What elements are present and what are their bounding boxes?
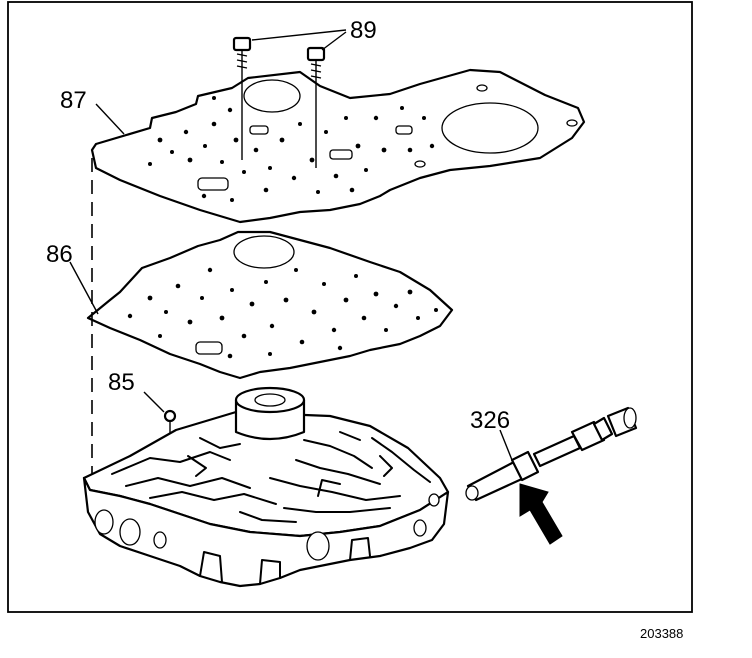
bolt-89-right: [306, 46, 326, 168]
figure-id: 203388: [640, 626, 683, 641]
valve-326: [465, 406, 638, 502]
callout-87: 87: [60, 87, 87, 114]
callout-326: 326: [470, 407, 510, 434]
bore-hole: [243, 79, 301, 113]
callout-85: 85: [108, 369, 135, 396]
valve-body: [82, 386, 450, 588]
passages: [111, 431, 431, 523]
side-bores: [94, 493, 440, 561]
bolt-89-left: [232, 36, 252, 160]
spacer-plate-86: [86, 230, 454, 380]
callout-89: 89: [350, 17, 377, 44]
gasket-plate-87: [90, 68, 586, 224]
insertion-arrow: [519, 483, 563, 545]
plate-holes: [127, 267, 438, 359]
plate-holes: [148, 96, 435, 202]
bore-hole: [441, 102, 539, 154]
leader-lines: [69, 29, 513, 461]
bore-hole: [233, 235, 295, 269]
callout-86: 86: [46, 241, 73, 268]
figure-frame: [7, 1, 693, 613]
